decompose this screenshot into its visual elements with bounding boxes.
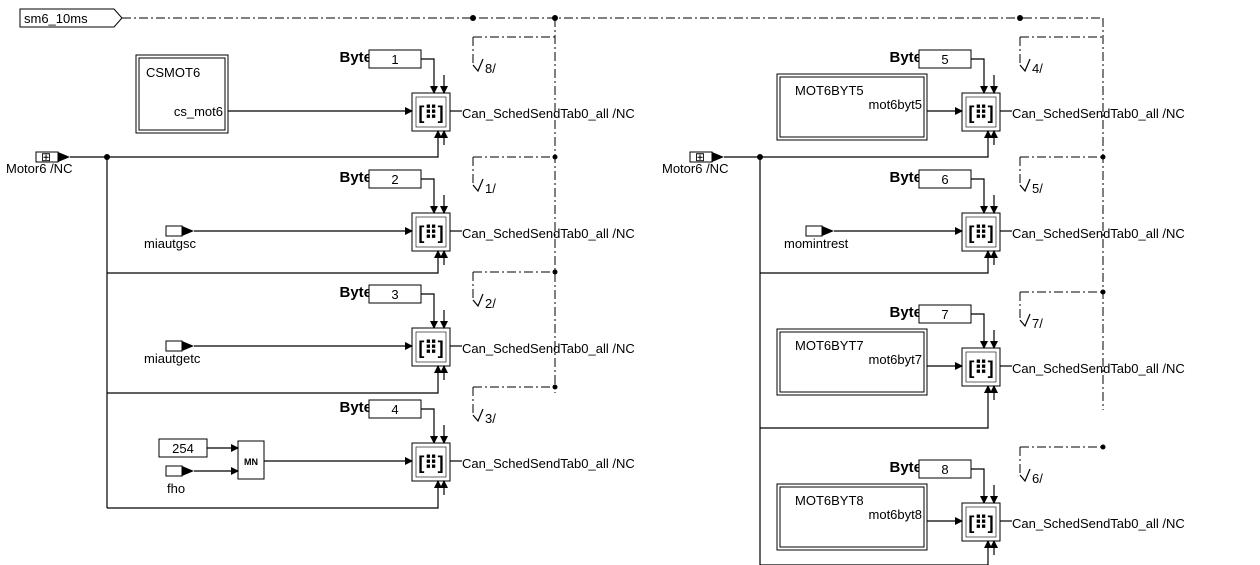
port-icon	[165, 340, 183, 352]
min-block[interactable]	[237, 440, 265, 480]
inport-label: Motor6 /NC	[662, 161, 728, 176]
output-label: Can_SchedSendTab0_all /NC	[1012, 516, 1185, 531]
row-3: Byte 3 [⠿] 2/Can_SchedSendTab0_all /NC miaut…	[107, 269, 635, 394]
trigger-source[interactable]: sm6_10ms	[19, 8, 123, 28]
port-name: miautgetc	[144, 351, 201, 366]
constant-value: 254	[172, 441, 194, 456]
constant-var: mot6byt8	[869, 507, 922, 522]
row-1: Byte 1 [⠿] 8/Can_SchedSendTab0_all /NC CSMOT…	[107, 36, 635, 158]
mux-block[interactable]	[961, 212, 1001, 252]
byte-label: Byte	[889, 459, 922, 476]
mux-block[interactable]	[961, 92, 1001, 132]
port-icon	[165, 465, 183, 477]
constant-block[interactable]	[776, 328, 928, 396]
constant-block[interactable]	[776, 73, 928, 141]
byte-label: Byte	[339, 284, 372, 301]
mux-icon: [⠿]	[968, 223, 993, 243]
byte-value: 1	[391, 52, 398, 67]
byte-label: Byte	[889, 169, 922, 186]
signal-rows: Byte 1 [⠿] 8/Can_SchedSendTab0_all /NC CSMOT…	[70, 36, 1185, 565]
output-label: Can_SchedSendTab0_all /NC	[1012, 106, 1185, 121]
constant-name: MOT6BYT7	[795, 338, 864, 353]
port-name: miautgsc	[144, 236, 197, 251]
row-4: Byte 4 [⠿] 3/Can_SchedSendTab0_all /NC 254 fh…	[107, 384, 635, 509]
svg-text:⊞: ⊞	[695, 150, 705, 164]
byte-label: Byte	[889, 49, 922, 66]
index-label: 3/	[485, 411, 496, 426]
min-label: MN	[244, 457, 258, 467]
mux-icon: [⠿]	[418, 338, 443, 358]
byte-label: Byte	[339, 169, 372, 186]
index-label: 7/	[1032, 316, 1043, 331]
byte-label: Byte	[339, 49, 372, 66]
byte-label: Byte	[889, 304, 922, 321]
output-label: Can_SchedSendTab0_all /NC	[462, 226, 635, 241]
output-label: Can_SchedSendTab0_all /NC	[462, 106, 635, 121]
port-icon	[165, 225, 183, 237]
index-label: 4/	[1032, 61, 1043, 76]
trigger-label: sm6_10ms	[24, 11, 88, 26]
output-label: Can_SchedSendTab0_all /NC	[462, 341, 635, 356]
constant-var: cs_mot6	[174, 104, 223, 119]
inport-motor6-right[interactable]: ⊞ Motor6 /NC	[662, 150, 728, 176]
index-label: 6/	[1032, 471, 1043, 486]
mux-icon: [⠿]	[418, 223, 443, 243]
inport-label: Motor6 /NC	[6, 161, 72, 176]
constant-name: MOT6BYT5	[795, 83, 864, 98]
constant-block[interactable]	[135, 54, 229, 134]
mux-block[interactable]	[411, 327, 451, 367]
trigger-bus	[122, 15, 1104, 410]
svg-text:⊞: ⊞	[41, 150, 51, 164]
index-label: 1/	[485, 181, 496, 196]
output-label: Can_SchedSendTab0_all /NC	[462, 456, 635, 471]
mux-block[interactable]	[411, 92, 451, 132]
byte-value: 2	[391, 172, 398, 187]
mux-icon: [⠿]	[968, 513, 993, 533]
mux-icon: [⠿]	[968, 103, 993, 123]
row-7: Byte 7 [⠿] 7/Can_SchedSendTab0_all /NC MOT6B…	[760, 289, 1185, 429]
inport-motor6-left[interactable]: ⊞ Motor6 /NC	[6, 150, 72, 176]
constant-var: mot6byt7	[869, 352, 922, 367]
index-label: 5/	[1032, 181, 1043, 196]
byte-value: 4	[391, 402, 398, 417]
port-icon	[805, 225, 823, 237]
output-label: Can_SchedSendTab0_all /NC	[1012, 361, 1185, 376]
output-label: Can_SchedSendTab0_all /NC	[1012, 226, 1185, 241]
byte-value: 3	[391, 287, 398, 302]
index-label: 2/	[485, 296, 496, 311]
port-name: fho	[167, 481, 185, 496]
byte-value: 7	[941, 307, 948, 322]
constant-name: MOT6BYT8	[795, 493, 864, 508]
row-8: Byte 8 [⠿] 6/Can_SchedSendTab0_all /NC MOT6B…	[760, 444, 1185, 565]
mux-block[interactable]	[411, 442, 451, 482]
index-label: 8/	[485, 61, 496, 76]
mux-icon: [⠿]	[968, 358, 993, 378]
mux-block[interactable]	[961, 347, 1001, 387]
byte-label: Byte	[339, 399, 372, 416]
mux-icon: [⠿]	[418, 453, 443, 473]
byte-value: 8	[941, 462, 948, 477]
mux-icon: [⠿]	[418, 103, 443, 123]
row-2: Byte 2 [⠿] 1/Can_SchedSendTab0_all /NC miaut…	[107, 154, 635, 274]
byte-value: 6	[941, 172, 948, 187]
constant-name: CSMOT6	[146, 65, 200, 80]
constant-var: mot6byt5	[869, 97, 922, 112]
row-5: Byte 5 [⠿] 4/Can_SchedSendTab0_all /NC MOT6B…	[760, 36, 1185, 158]
constant-block[interactable]	[776, 483, 928, 551]
port-name: momintrest	[784, 236, 849, 251]
byte-value: 5	[941, 52, 948, 67]
row-6: Byte 6 [⠿] 5/Can_SchedSendTab0_all /NC momin…	[760, 154, 1185, 274]
